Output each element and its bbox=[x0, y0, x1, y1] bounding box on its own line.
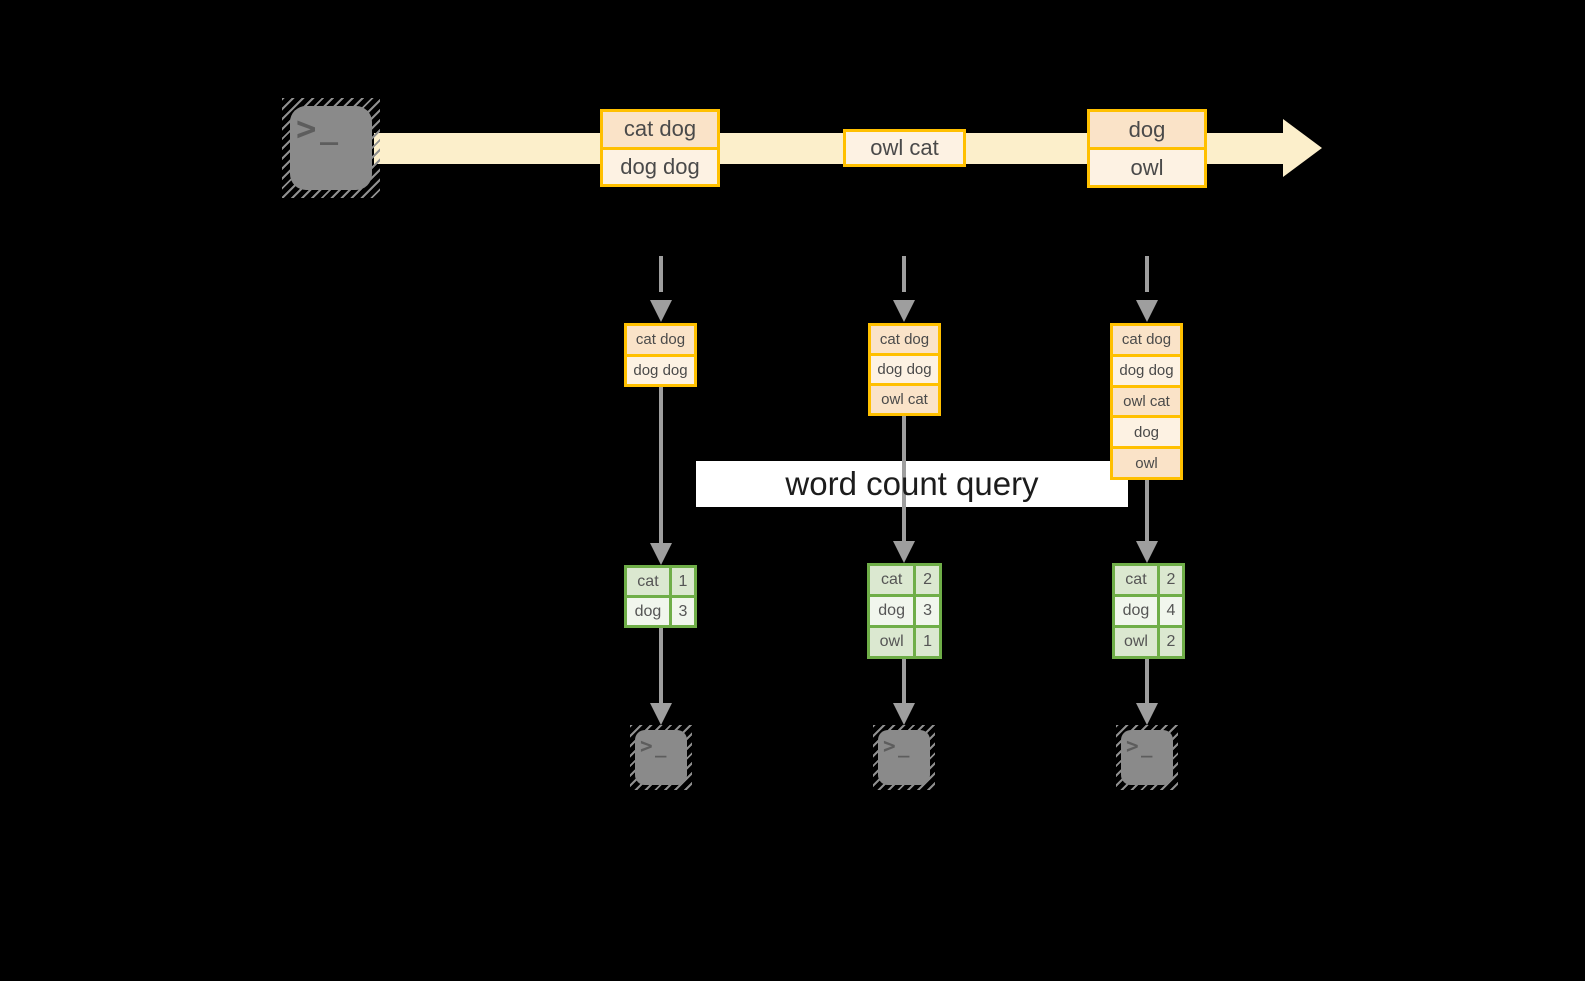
result-arrow-icon bbox=[902, 416, 906, 541]
count-cell: 1 bbox=[668, 568, 694, 595]
result-arrowhead-icon bbox=[893, 541, 915, 563]
result-arrow-icon bbox=[1145, 480, 1149, 541]
word-cell: cat bbox=[870, 566, 914, 594]
buffer-stack-3: cat dog dog dog owl cat dog owl bbox=[1110, 323, 1183, 480]
terminal-screen: > _ bbox=[290, 106, 372, 190]
count-cell: 3 bbox=[668, 598, 694, 625]
terminal-prompt-chevron: > bbox=[883, 734, 896, 758]
stream-arrowhead-icon bbox=[1283, 119, 1322, 177]
sink-arrowhead-icon bbox=[893, 703, 915, 725]
word-cell: owl bbox=[1115, 628, 1157, 656]
terminal-screen: > _ bbox=[878, 730, 930, 785]
buffer-stack-1: cat dog dog dog bbox=[624, 323, 697, 387]
result-row: dog 3 bbox=[627, 595, 694, 625]
event-box-3: dog owl bbox=[1087, 109, 1207, 188]
buffer-cell: cat dog bbox=[627, 326, 694, 354]
dashed-arrow-icon bbox=[902, 256, 906, 292]
terminal-prompt-chevron: > bbox=[296, 109, 317, 149]
count-cell: 2 bbox=[1156, 628, 1182, 656]
sink-terminal-2-icon: > _ bbox=[873, 725, 935, 790]
source-terminal-icon: > _ bbox=[282, 98, 380, 198]
count-cell: 2 bbox=[913, 566, 939, 594]
result-row: dog 4 bbox=[1115, 594, 1182, 625]
dashed-arrowhead-icon bbox=[893, 300, 915, 322]
word-cell: cat bbox=[1115, 566, 1157, 594]
buffer-cell: cat dog bbox=[871, 326, 938, 353]
sink-arrow-icon bbox=[1145, 659, 1149, 705]
result-table-1: cat 1 dog 3 bbox=[624, 565, 697, 628]
dashed-arrowhead-icon bbox=[650, 300, 672, 322]
dashed-arrow-icon bbox=[659, 256, 663, 292]
count-cell: 3 bbox=[913, 597, 939, 625]
sink-arrow-icon bbox=[902, 659, 906, 705]
dashed-arrowhead-icon bbox=[1136, 300, 1158, 322]
count-cell: 2 bbox=[1156, 566, 1182, 594]
buffer-cell: dog dog bbox=[871, 353, 938, 383]
result-row: cat 1 bbox=[627, 568, 694, 595]
buffer-cell: owl bbox=[1113, 446, 1180, 477]
terminal-screen: > _ bbox=[1121, 730, 1173, 785]
terminal-screen: > _ bbox=[635, 730, 687, 785]
result-table-2: cat 2 dog 3 owl 1 bbox=[867, 563, 942, 659]
event-cell: cat dog bbox=[603, 112, 717, 147]
event-cell: dog dog bbox=[603, 146, 717, 184]
sink-arrowhead-icon bbox=[1136, 703, 1158, 725]
result-row: owl 2 bbox=[1115, 625, 1182, 656]
dashed-arrow-icon bbox=[1145, 256, 1149, 292]
buffer-cell: owl cat bbox=[1113, 384, 1180, 416]
word-cell: dog bbox=[627, 598, 669, 625]
buffer-cell: cat dog bbox=[1113, 326, 1180, 354]
result-row: owl 1 bbox=[870, 625, 939, 656]
terminal-prompt-chevron: > bbox=[640, 734, 653, 758]
query-banner-label: word count query bbox=[785, 465, 1039, 502]
buffer-stack-2: cat dog dog dog owl cat bbox=[868, 323, 941, 416]
buffer-cell: dog dog bbox=[627, 353, 694, 384]
event-box-1: cat dog dog dog bbox=[600, 109, 720, 187]
buffer-cell: dog dog bbox=[1113, 353, 1180, 385]
word-cell: owl bbox=[870, 628, 914, 656]
buffer-cell: owl cat bbox=[871, 383, 938, 413]
word-cell: dog bbox=[870, 597, 914, 625]
event-cell: dog bbox=[1090, 112, 1204, 147]
result-table-3: cat 2 dog 4 owl 2 bbox=[1112, 563, 1185, 659]
count-cell: 1 bbox=[913, 628, 939, 656]
sink-terminal-3-icon: > _ bbox=[1116, 725, 1178, 790]
word-cell: dog bbox=[1115, 597, 1157, 625]
result-row: cat 2 bbox=[870, 566, 939, 594]
terminal-prompt-underscore: _ bbox=[1141, 736, 1153, 758]
result-arrowhead-icon bbox=[650, 543, 672, 565]
result-arrow-icon bbox=[659, 387, 663, 543]
sink-terminal-1-icon: > _ bbox=[630, 725, 692, 790]
terminal-prompt-underscore: _ bbox=[655, 736, 667, 758]
result-row: cat 2 bbox=[1115, 566, 1182, 594]
result-row: dog 3 bbox=[870, 594, 939, 625]
terminal-prompt-chevron: > bbox=[1126, 734, 1139, 758]
sink-arrowhead-icon bbox=[650, 703, 672, 725]
sink-arrow-icon bbox=[659, 628, 663, 705]
count-cell: 4 bbox=[1156, 597, 1182, 625]
event-cell: owl cat bbox=[846, 132, 963, 164]
query-banner bbox=[696, 461, 1128, 507]
word-cell: cat bbox=[627, 568, 669, 595]
terminal-prompt-underscore: _ bbox=[320, 111, 339, 146]
event-cell: owl bbox=[1090, 147, 1204, 185]
result-arrowhead-icon bbox=[1136, 541, 1158, 563]
event-box-2: owl cat bbox=[843, 129, 966, 167]
buffer-cell: dog bbox=[1113, 415, 1180, 447]
terminal-prompt-underscore: _ bbox=[898, 736, 910, 758]
